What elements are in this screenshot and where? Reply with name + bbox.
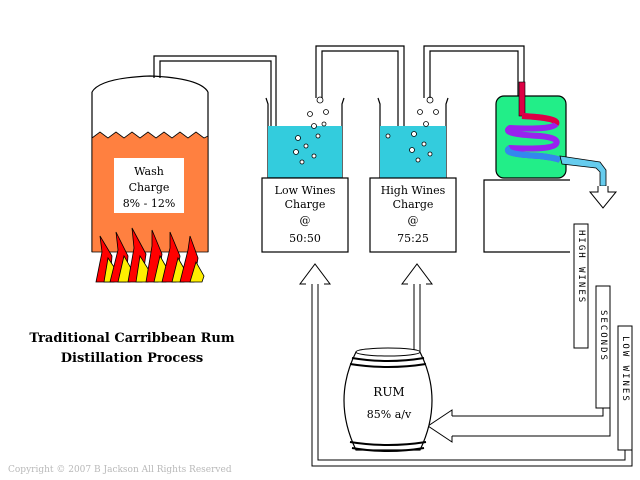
wash-label-line2: Charge (129, 181, 170, 194)
copyright-notice: Copyright © 2007 B Jackson All Rights Re… (8, 465, 232, 475)
wash-label-line1: Wash (134, 165, 164, 178)
condenser-feed-pipe (518, 81, 526, 117)
wash-label-box (114, 158, 184, 213)
low-wines-return-line-inner (317, 284, 626, 461)
condenser-stand (483, 179, 570, 253)
seconds-return-line (452, 408, 604, 417)
low-wines-label-line2: Charge (285, 198, 326, 211)
low-wines-liquid (268, 126, 342, 178)
seconds-side-label: SECONDS (598, 310, 608, 362)
low-wines-bubbles (293, 96, 329, 165)
high-wines-column: HIGH WINES (573, 223, 589, 349)
low-wines-vapour-pipe (315, 45, 405, 166)
high-wines-vapour-pipe-inner (429, 50, 519, 106)
high-wines-vapour-pipe (423, 45, 525, 106)
high-wines-box (369, 177, 457, 253)
low-wines-column: LOW WINES (617, 325, 633, 451)
low-wines-label-line4: 50:50 (289, 232, 321, 245)
high-wines-feed-arrow (401, 263, 433, 285)
rum-label-line1: RUM (373, 385, 404, 399)
rum-barrel-hoops (349, 357, 427, 452)
high-wines-side-label: HIGH WINES (576, 230, 586, 304)
high-wines-label-line3: @ (408, 214, 419, 227)
low-wines-label-line1: Low Wines (275, 184, 336, 197)
high-wines-label-line4: 75:25 (397, 232, 429, 245)
rum-inlet-arrow (427, 409, 453, 443)
high-wines-still: High Wines Charge @ 75:25 (369, 45, 525, 253)
wash-vessel-dome (91, 75, 209, 93)
wash-vapour-pipe-inner (159, 60, 272, 166)
wash-vessel: Wash Charge 8% - 12% (91, 55, 277, 253)
diagram-title-line2: Distillation Process (61, 351, 204, 366)
low-wines-side-label: LOW WINES (620, 336, 630, 403)
rum-label-line2: 85% a/v (367, 408, 412, 421)
wash-label-line3: 8% - 12% (123, 197, 176, 210)
diagram-title-line1: Traditional Carribbean Rum (29, 331, 234, 346)
wash-vapour-pipe (153, 55, 277, 166)
seconds-return-line-inner (452, 408, 611, 437)
low-wines-still: Low Wines Charge @ 50:50 (261, 45, 405, 253)
rum-barrel: RUM 85% a/v (343, 347, 433, 452)
condenser-outlet-pipe (559, 155, 607, 187)
high-wines-label-line2: Charge (393, 198, 434, 211)
seconds-column: SECONDS (595, 285, 611, 409)
low-wines-label-line3: @ (300, 214, 311, 227)
low-wines-box (261, 177, 349, 253)
condenser (483, 81, 618, 253)
high-wines-bubbles (385, 96, 439, 163)
condenser-outlet-arrow (588, 186, 618, 209)
fire-icon (95, 227, 205, 283)
low-wines-return-arrow (299, 263, 331, 285)
high-wines-label-line1: High Wines (381, 184, 446, 197)
low-wines-vapour-pipe-inner (321, 50, 399, 166)
rum-barrel-body (343, 351, 433, 451)
low-wines-return-line (311, 284, 633, 467)
